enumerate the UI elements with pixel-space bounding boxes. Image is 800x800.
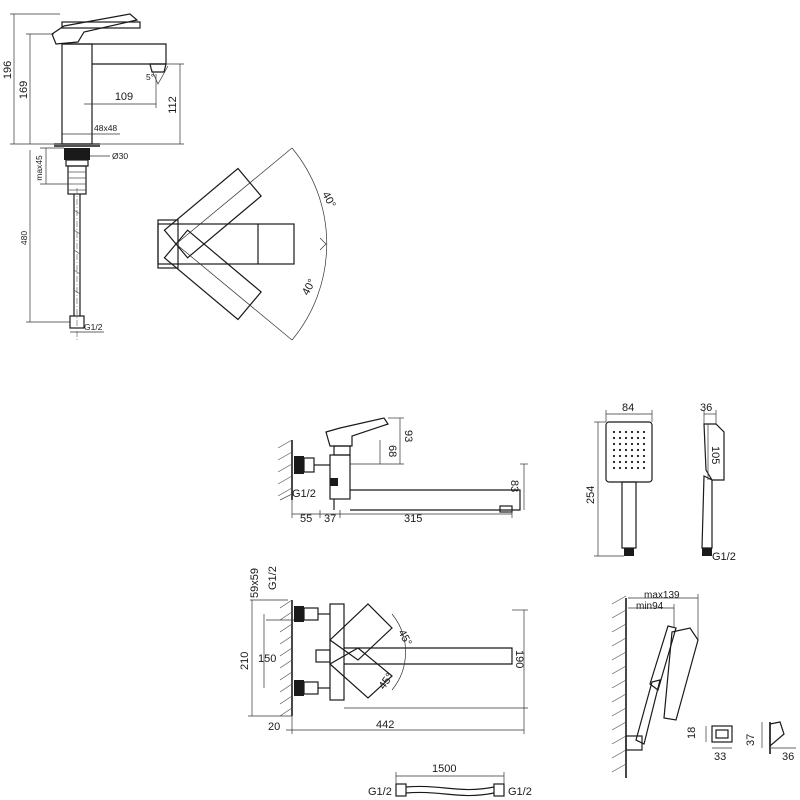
bath-plan-spout: [344, 647, 513, 665]
bath-side-spout: [350, 489, 521, 511]
dim-wall-elbow-width: 33: [714, 751, 726, 763]
hand-shower-head: [605, 421, 653, 483]
dim-bath-side-body-offset: 37: [324, 513, 336, 525]
dim-basin-height-body: 169: [18, 81, 30, 99]
shower-holder: [769, 721, 785, 748]
dim-bath-plan-spout-height: 190: [513, 650, 525, 668]
dim-bracket-reach-max: max139: [644, 590, 680, 601]
dim-basin-height-total: 196: [2, 61, 14, 79]
dim-bath-side-wall-offset: 55: [300, 513, 312, 525]
bath-side-nut: [294, 456, 304, 474]
bracket-shower-upper: [663, 627, 699, 721]
lever-swivel-plan-view: 40° 40°: [157, 147, 338, 341]
dim-bath-side-spout-height: 83: [508, 480, 520, 492]
dim-bracket-reach-min: min94: [636, 601, 664, 612]
wall-bracket-view: max139 min94: [611, 590, 699, 778]
dim-swivel-angle-lower: 40°: [300, 277, 318, 297]
dim-bath-side-body-height: 68: [386, 445, 398, 457]
dim-bath-plan-spout-length: 442: [376, 719, 394, 731]
wall-elbow-view: 18 33: [686, 725, 733, 763]
dim-basin-spout-angle: 5°: [146, 72, 154, 82]
dim-bath-plan-eccentric-distance: 150: [258, 653, 276, 665]
shower-holder-view: 37 36: [745, 721, 796, 763]
swivel-arc: [291, 147, 328, 341]
dim-basin-max-thickness: max45: [34, 155, 44, 181]
dim-hose-connection-right: G1/2: [508, 786, 532, 798]
dim-hose-length: 1500: [432, 763, 456, 775]
basin-mixer-side-view: 196 169 109 112 5° 48x48 Ø30 max45 480: [2, 13, 184, 340]
dim-bath-plan-height-total: 210: [239, 652, 251, 670]
dim-hand-shower-length: 254: [585, 486, 597, 504]
hand-shower-handle: [621, 481, 637, 549]
hose-left-nut: [395, 783, 407, 797]
bath-plan-body: [329, 603, 345, 701]
hose-right-nut: [493, 783, 505, 797]
bath-plan-lever-lower: [328, 647, 393, 699]
dim-basin-spout-height: 112: [167, 96, 179, 114]
bath-side-lever: [325, 417, 389, 447]
basin-lever: [51, 13, 139, 45]
dim-hand-shower-head-height: 105: [709, 446, 721, 464]
dim-basin-thread-diameter: Ø30: [112, 151, 128, 161]
dim-hand-shower-depth: 36: [700, 402, 712, 414]
bath-mixer-side-view: 93 68 83 G1/2 55 37 315: [277, 417, 528, 525]
hand-shower-side-handle: [701, 475, 713, 549]
hand-shower-connector: [624, 548, 634, 556]
bath-plan-nut-upper: [294, 606, 304, 622]
dim-basin-connection: G1/2: [84, 322, 103, 332]
bracket-shower-lower: [649, 625, 677, 692]
bath-plan-lever-upper: [329, 603, 393, 661]
hand-shower-side-view: 36 105 G1/2: [700, 402, 736, 563]
basin-spout: [62, 43, 167, 65]
dim-bath-side-connection: G1/2: [292, 488, 316, 500]
basin-flexible-hose: [73, 194, 81, 316]
dim-basin-body-section: 48x48: [94, 123, 117, 133]
dim-holder-height: 37: [745, 734, 757, 746]
dim-hand-shower-head-width: 84: [622, 402, 634, 414]
dim-bath-plan-flange-size: 59x59: [249, 568, 261, 598]
dim-basin-hose-length: 480: [19, 231, 29, 245]
hose-body: [405, 785, 495, 797]
bath-side-body: [329, 454, 351, 500]
bath-mixer-plan-view: 45° 45° 59x59 G1/2 210 150 190 20 442: [239, 566, 528, 734]
basin-body: [61, 43, 93, 145]
bracket-base: [625, 735, 643, 751]
dim-holder-width: 36: [782, 751, 794, 763]
dim-hose-connection-left: G1/2: [368, 786, 392, 798]
basin-fixing-nut: [64, 148, 90, 160]
hand-shower-nozzles: [612, 430, 646, 470]
dim-basin-spout-reach: 109: [115, 91, 133, 103]
dim-hand-shower-connection: G1/2: [712, 551, 736, 563]
dim-bath-side-spout-length: 315: [404, 513, 422, 525]
dim-bath-plan-angle-upper: 45°: [395, 628, 413, 648]
shower-hose-view: 1500 G1/2 G1/2: [368, 763, 532, 798]
wall-elbow: [711, 725, 733, 743]
dim-bath-side-lever-height: 93: [402, 430, 414, 442]
bracket-arm: [635, 679, 661, 745]
bath-plan-nut-lower: [294, 680, 304, 696]
dim-wall-elbow-height: 18: [686, 727, 698, 739]
basin-lever-top: [61, 21, 141, 29]
dim-bath-plan-connection: G1/2: [267, 566, 279, 590]
hand-shower-front-view: 84 254: [585, 402, 653, 557]
dim-bath-plan-wall-gap: 20: [268, 721, 280, 733]
